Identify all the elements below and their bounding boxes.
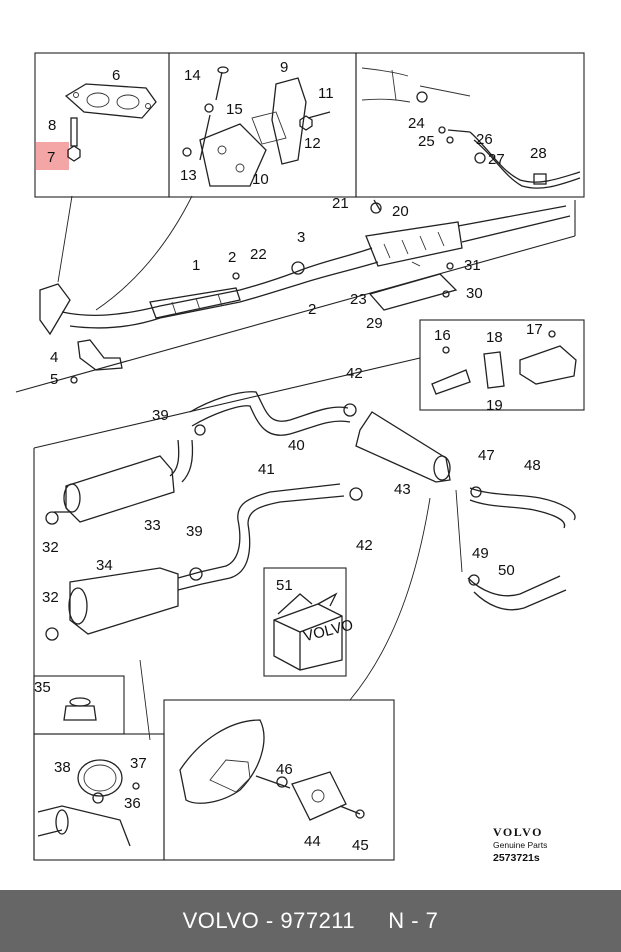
callout-32a: 32 [42,539,59,556]
callout-6: 6 [112,67,120,84]
inset-hangers [419,319,585,411]
callout-45: 45 [352,837,369,854]
callout-43: 43 [394,481,411,498]
inset-rear-hanger [163,699,395,861]
exhaust-system-diagram: VOLVO 6 8 7 14 15 9 11 12 13 10 24 25 26 [15,52,585,864]
callout-15: 15 [226,101,243,118]
inset-sensor [355,52,585,198]
callout-31: 31 [464,257,481,274]
front-pipe-cat-section [15,199,576,393]
callout-28: 28 [530,145,547,162]
callout-34: 34 [96,557,113,574]
callout-1: 1 [192,257,200,274]
callout-11: 11 [318,85,334,102]
callout-13: 13 [180,167,197,184]
footer-separator: - [259,908,281,933]
callout-14: 14 [184,67,201,84]
callout-46: 46 [276,761,293,778]
callout-42a: 42 [346,365,363,382]
callout-7: 7 [47,149,55,166]
inset-clamp [33,733,165,861]
callout-48: 48 [524,457,541,474]
callout-21: 21 [332,195,349,212]
brand-logo: VOLVO [493,825,543,839]
callout-41: 41 [258,461,275,478]
callout-51: 51 [276,577,293,594]
footer-bar: VOLVO - 977211 N - 7 [0,890,621,952]
callout-12: 12 [304,135,321,152]
callout-47: 47 [478,447,495,464]
callout-3: 3 [297,229,305,246]
callout-29: 29 [366,315,383,332]
callout-36: 36 [124,795,141,812]
callout-50: 50 [498,562,515,579]
brand-subtitle: Genuine Parts [493,840,547,850]
callout-2a: 2 [228,249,236,266]
callout-17: 17 [526,321,543,338]
callout-30: 30 [466,285,483,302]
callout-16: 16 [434,327,451,344]
callout-23: 23 [350,291,367,308]
callout-5: 5 [50,371,58,388]
callout-42b: 42 [356,537,373,554]
callout-2b: 2 [308,301,316,318]
callout-27: 27 [488,151,505,168]
callout-22: 22 [250,246,267,263]
callout-38: 38 [54,759,71,776]
inset-manifold-gasket [34,52,170,198]
callout-40: 40 [288,437,305,454]
footer-brand: VOLVO [182,908,260,933]
callout-8: 8 [48,117,56,134]
callout-19: 19 [486,397,503,414]
callout-32b: 32 [42,589,59,606]
callout-20: 20 [392,203,409,220]
brand-code: 2573721s [493,852,540,864]
footer-part-number: 977211 [280,908,356,933]
callout-24: 24 [408,115,425,132]
callout-18: 18 [486,329,503,346]
callout-35: 35 [34,679,51,696]
callout-39b: 39 [186,523,203,540]
callout-39a: 39 [152,407,169,424]
rear-section [33,357,576,860]
footer-gap [355,908,388,934]
callout-25: 25 [418,133,435,150]
highlight-part-7 [36,142,69,170]
footer-ref: N - 7 [388,908,439,933]
callout-10: 10 [252,171,269,188]
callout-26: 26 [476,131,493,148]
callout-49: 49 [472,545,489,562]
callout-9: 9 [280,59,288,76]
callout-4: 4 [50,349,58,366]
callout-44: 44 [304,833,321,850]
callout-33: 33 [144,517,161,534]
callout-37: 37 [130,755,147,772]
